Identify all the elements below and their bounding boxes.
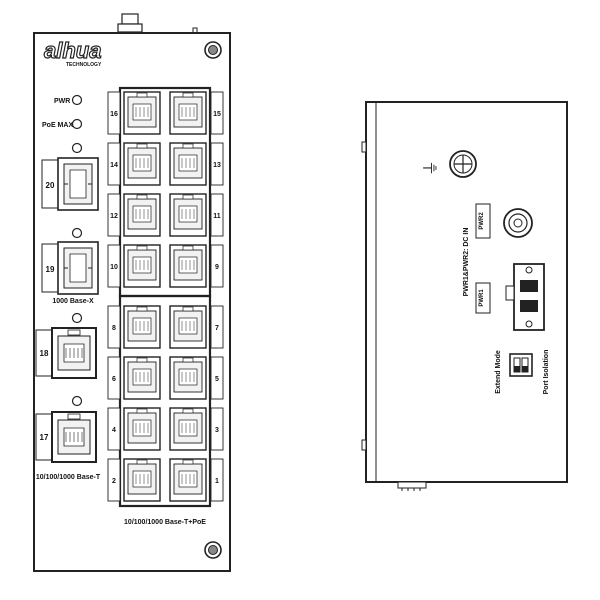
rj45-port-9 (169, 244, 207, 288)
led-poe-max-label: PoE MAX (42, 122, 73, 129)
port-18-led (71, 312, 83, 324)
port-number-right: 13 (213, 162, 221, 169)
port-number-box (107, 458, 121, 502)
port-number-right: 3 (215, 427, 219, 434)
port-18-number: 18 (40, 349, 49, 358)
side-panel: ⏚ PWR1&PWR2: DC IN PWR2 PWR1 (361, 101, 568, 491)
rj45-port-10 (123, 244, 161, 288)
port-number-left: 6 (112, 376, 116, 383)
rj45-port-15 (169, 91, 207, 135)
dc-jack-icon (503, 208, 533, 238)
port-number-right: 1 (215, 478, 219, 485)
brand-subtitle: TECHNOLOGY (66, 62, 102, 68)
port-number-left: 14 (110, 162, 118, 169)
rj45-port-14 (123, 142, 161, 186)
side-tab-top (361, 141, 367, 153)
port-number-box (210, 91, 224, 135)
port-number-box (107, 142, 121, 186)
ground-screw-icon (449, 150, 477, 178)
port-number-box (107, 356, 121, 400)
port-number-box (107, 305, 121, 349)
sfp-port-19 (57, 241, 99, 295)
top-connector-base (117, 23, 143, 33)
port-17-led (71, 395, 83, 407)
port-number-box (107, 193, 121, 237)
sfp-19-number: 19 (46, 265, 55, 274)
port-number-box (210, 356, 224, 400)
din-rail-clip (397, 481, 427, 489)
rj45-port-1 (169, 458, 207, 502)
rj45-port-11 (169, 193, 207, 237)
port-number-left: 16 (110, 111, 118, 118)
rj45-port-16 (123, 91, 161, 135)
svg-text:PWR2: PWR2 (479, 212, 485, 230)
port-number-box (107, 91, 121, 135)
rj45-port-4 (123, 407, 161, 451)
led-pwr-indicator (71, 94, 83, 106)
poe-group-label: 10/100/1000 Base-T+PoE (124, 519, 206, 526)
front-panel: alhua TECHNOLOGY PWR PoE MAX 20 19 1000 … (33, 13, 231, 572)
brand-logo: alhua (44, 38, 101, 63)
port-number-box (107, 244, 121, 288)
port-17-number: 17 (40, 433, 49, 442)
extend-mode-label: Extend Mode (495, 350, 502, 394)
port-number-box (210, 244, 224, 288)
sfp-group-label: 1000 Base-X (52, 298, 94, 305)
rj45-port-grid: 16 15 14 13 12 11 10 9 8 7 6 5 4 3 2 1 (107, 91, 224, 502)
combo-group-label: 10/100/1000 Base-T (36, 474, 101, 481)
port-number-box (210, 458, 224, 502)
port-number-box (210, 305, 224, 349)
port-number-left: 4 (112, 427, 116, 434)
port-number-right: 7 (215, 325, 219, 332)
side-tab-bottom (361, 439, 367, 451)
rj45-port-7 (169, 305, 207, 349)
rj45-port-3 (169, 407, 207, 451)
port-isolation-label: Port Isolation (543, 350, 550, 395)
rj45-port-8 (123, 305, 161, 349)
dip-switch[interactable] (509, 353, 533, 377)
svg-text:PWR1: PWR1 (479, 289, 485, 307)
power-input-label: PWR1&PWR2: DC IN (463, 228, 470, 297)
port-number-left: 2 (112, 478, 116, 485)
rj45-port-5 (169, 356, 207, 400)
screw-bottom-icon (204, 541, 222, 559)
rj45-port-18 (51, 327, 97, 379)
port-number-box (210, 142, 224, 186)
sfp-20-number: 20 (46, 181, 55, 190)
sfp-19-led (71, 227, 83, 239)
rj45-port-2 (123, 458, 161, 502)
rj45-port-17 (51, 411, 97, 463)
top-connector (121, 13, 139, 25)
port-number-left: 12 (110, 213, 118, 220)
port-number-box (210, 193, 224, 237)
terminal-block-icon (505, 263, 545, 331)
screw-top-icon (204, 41, 222, 59)
port-number-right: 15 (213, 111, 221, 118)
sfp-20-led (71, 142, 83, 154)
rj45-port-12 (123, 193, 161, 237)
led-poe-max-indicator (71, 118, 83, 130)
port-number-left: 8 (112, 325, 116, 332)
rj45-block-lower (118, 294, 212, 508)
port-number-left: 10 (110, 264, 118, 271)
port-number-right: 11 (213, 213, 221, 220)
pwr1-label-box: PWR1 (475, 282, 491, 314)
port-number-right: 5 (215, 376, 219, 383)
rj45-port-6 (123, 356, 161, 400)
ground-icon: ⏚ (421, 160, 440, 176)
rj45-port-13 (169, 142, 207, 186)
sfp-port-20 (57, 157, 99, 211)
port-number-box (107, 407, 121, 451)
pwr2-label-box: PWR2 (475, 203, 491, 239)
led-pwr-label: PWR (54, 98, 70, 105)
port-number-right: 9 (215, 264, 219, 271)
port-number-box (210, 407, 224, 451)
